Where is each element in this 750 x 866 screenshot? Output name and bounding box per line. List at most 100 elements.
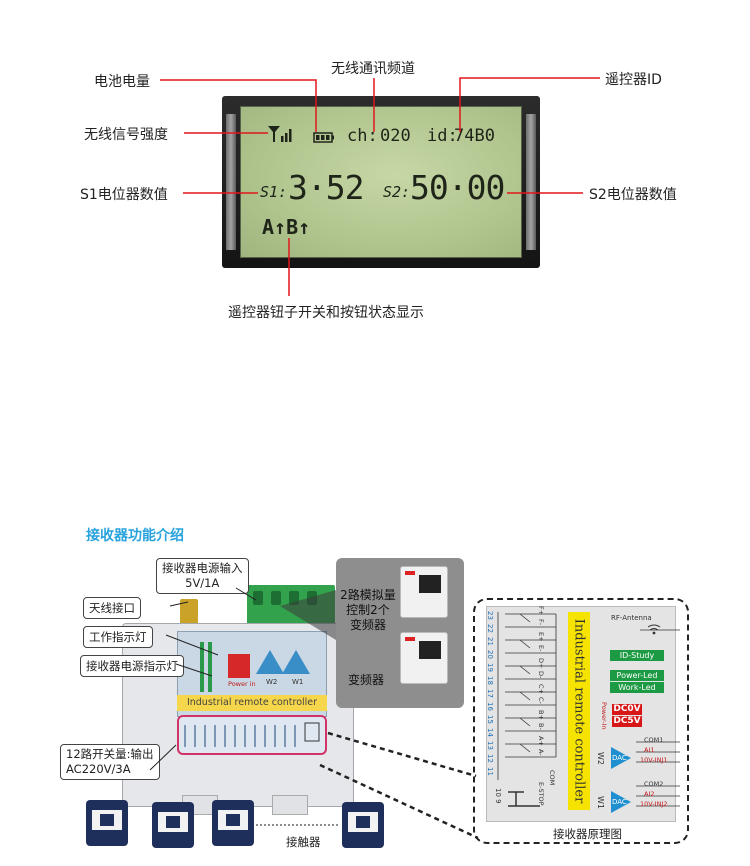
pin-16: 16 — [486, 702, 494, 711]
contactor-caption: 接触器 — [286, 835, 321, 849]
callout-s1: S1电位器数值 — [80, 187, 168, 203]
schematic-w1: W1 — [596, 796, 605, 809]
schematic-com2: COM2 — [644, 780, 664, 788]
schematic-title-bar: Industrial remote controller — [568, 612, 590, 810]
pin-12: 12 — [486, 754, 494, 763]
receiver-device: Power in W2 W1 Industrial remote control… — [122, 585, 354, 815]
callout-remote-id: 遥控器ID — [605, 72, 662, 88]
relay-terminal-bay — [177, 715, 327, 755]
channel-f-plus: F+ — [537, 606, 545, 616]
schematic-rf-antenna: RF-Antenna — [611, 614, 652, 622]
device-foot-right — [272, 795, 308, 815]
lcd-channel-value: 020 — [380, 126, 411, 146]
device-banner: Industrial remote controller — [177, 695, 327, 711]
channel-a-minus: A- — [537, 749, 545, 756]
contactor-icon — [86, 800, 128, 846]
label-power-input-line2: 5V/1A — [185, 576, 220, 590]
callout-signal-strength: 无线信号强度 — [84, 127, 168, 143]
channel-d-plus: D+ — [537, 658, 545, 669]
pin-15: 15 — [486, 715, 494, 724]
lcd-id-value: 74B0 — [454, 126, 495, 146]
pin-14: 14 — [486, 728, 494, 737]
label-power-input: 接收器电源输入 5V/1A — [156, 558, 249, 594]
callout-switch-status: 遥控器钮子开关和按钮状态显示 — [228, 305, 424, 321]
tag-id-study: ID-Study — [610, 650, 664, 661]
schematic-ai2: AI2 — [644, 790, 655, 798]
tag-work-led: Work-Led — [610, 682, 664, 693]
bezel-side-right — [526, 114, 536, 250]
label-switch-output-line2: AC220V/3A — [66, 762, 131, 776]
channel-b-minus: B- — [537, 723, 545, 730]
schematic-inj1: 10V-INJ1 — [640, 756, 668, 764]
dac-icon-2 — [611, 791, 631, 813]
schematic-caption: 接收器原理图 — [553, 827, 622, 841]
analog-line1: 2路模拟量 — [340, 588, 396, 602]
signal-strength-icon — [268, 126, 292, 142]
pin-17: 17 — [486, 689, 494, 698]
label-work-led: 工作指示灯 — [83, 626, 153, 648]
label-switch-output: 12路开关量:输出 AC220V/3A — [60, 744, 160, 780]
pin-19: 19 — [486, 663, 494, 672]
tag-dc0v: DC0V — [612, 704, 642, 715]
pcb-power-in: Power in — [228, 680, 256, 688]
channel-e-minus: E- — [537, 645, 545, 652]
schematic-ai1: AI1 — [644, 746, 655, 754]
lcd-channel-label: ch: — [347, 126, 378, 146]
lcd-s2-label: S2: — [383, 183, 411, 201]
channel-c-minus: C- — [537, 697, 545, 704]
lcd-callout-lines — [160, 77, 600, 296]
pin-11: 11 — [486, 767, 494, 776]
vfd-analog-note: 2路模拟量 控制2个 变频器 — [336, 588, 400, 633]
callout-battery: 电池电量 — [94, 74, 150, 90]
schematic-com: COM — [548, 770, 556, 786]
pin-18: 18 — [486, 676, 494, 685]
callout-wireless-channel: 无线通讯频道 — [331, 61, 415, 77]
rf-antenna-icon — [647, 624, 661, 635]
contactor-icon-4 — [342, 802, 384, 848]
dac-label-2: DAC — [612, 798, 627, 806]
tag-dc5v: DC5V — [612, 716, 642, 727]
label-switch-output-line1: 12路开关量:输出 — [66, 747, 154, 761]
channel-b-plus: B+ — [537, 710, 545, 720]
channel-a-plus: A+ — [537, 736, 545, 746]
section-title: 接收器功能介绍 — [86, 528, 184, 544]
tag-power-led: Power-Led — [610, 670, 664, 681]
schematic-title: Industrial remote controller — [571, 618, 587, 804]
vfd-panel: 2路模拟量 控制2个 变频器 变频器 — [336, 558, 464, 708]
pin-21: 21 — [486, 637, 494, 646]
battery-icon — [313, 132, 334, 143]
schematic-frame — [473, 598, 689, 844]
contactor-icon-2 — [152, 802, 194, 848]
pin-20: 20 — [486, 650, 494, 659]
pcb-w2: W2 — [266, 678, 278, 686]
label-power-input-line1: 接收器电源输入 — [162, 561, 243, 575]
schematic-com1: COM1 — [644, 736, 664, 744]
channel-f-minus: F- — [537, 619, 545, 626]
callout-s2: S2电位器数值 — [589, 187, 677, 203]
label-antenna-port: 天线接口 — [83, 597, 141, 619]
dac-icon — [611, 747, 631, 769]
lcd-switch-status: A↑B↑ — [262, 215, 311, 239]
bezel-side-left — [226, 114, 236, 250]
vfd-label: 变频器 — [348, 673, 385, 687]
pin-23: 23 — [486, 611, 494, 620]
pin-13: 13 — [486, 741, 494, 750]
analog-line2: 控制2个 — [346, 603, 390, 617]
channel-d-minus: D- — [537, 671, 545, 679]
dac-label-1: DAC — [612, 754, 627, 762]
pin-22: 22 — [486, 624, 494, 633]
lcd-screen — [240, 106, 522, 258]
pin-10-9: 10 9 — [494, 788, 502, 804]
contactor-icon-3 — [212, 800, 254, 846]
vfd-icon — [400, 566, 448, 618]
antenna-icon — [180, 599, 198, 625]
analog-line3: 变频器 — [349, 618, 386, 632]
lcd-display-bezel — [222, 96, 540, 268]
pcb-w1: W1 — [292, 678, 304, 686]
channel-c-plus: C+ — [537, 684, 545, 694]
channel-e-plus: E+ — [537, 632, 545, 642]
lcd-s2-value: 50·00 — [410, 168, 505, 207]
schematic-w2: W2 — [596, 752, 605, 765]
lcd-id-label: id: — [427, 126, 458, 146]
